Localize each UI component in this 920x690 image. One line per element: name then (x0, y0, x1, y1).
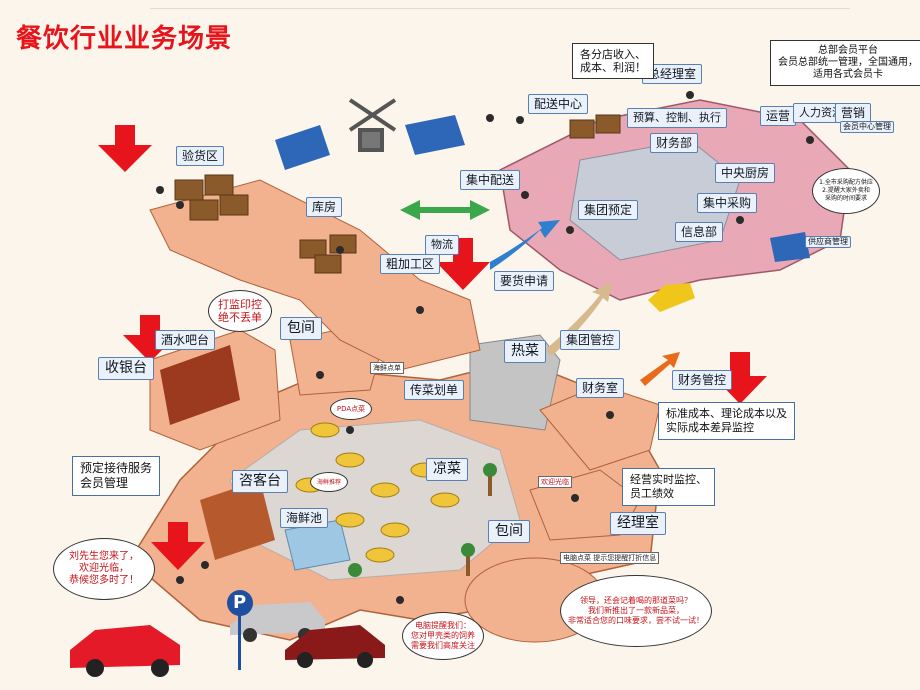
label-processing: 粗加工区 (380, 254, 441, 274)
label-private-room-2: 包间 (488, 520, 530, 543)
label-central-purchase: 集中采购 (697, 193, 758, 213)
warehouse-floor (149, 179, 481, 371)
label-reception: 咨客台 (232, 470, 288, 493)
parking-sign (227, 590, 253, 670)
bubble-kitchen: 1.全市采购配方供应 2.提醒大家外卖和 采购的时间要求 (812, 168, 880, 214)
note-reservation: 预定接待服务 会员管理 (72, 456, 161, 496)
label-bar: 酒水吧台 (155, 330, 216, 350)
label-info-dept: 信息部 (675, 222, 724, 242)
label-truck: 供应商管理 (805, 236, 851, 248)
note-hq-member: 总部会员平台 会员总部统一管理，全国通用， 适用各式会员卡 (770, 40, 920, 86)
label-budget-control: 预算、控制、执行 (627, 108, 727, 128)
page-title: 餐饮行业业务场景 (16, 24, 233, 54)
request-arrow (490, 220, 560, 270)
reception-counter (200, 480, 275, 560)
label-finance-dept: 财务部 (650, 133, 699, 153)
label-cold-dishes: 凉菜 (426, 458, 468, 481)
people-figures (156, 91, 814, 604)
label-marketing: 营销 (835, 103, 872, 123)
parking-icon: P (233, 592, 247, 613)
label-central-kitchen: 中央厨房 (715, 163, 776, 183)
label-seafood-pool: 海鲜池 (280, 508, 329, 528)
tag-welcome: 欢迎光临 (538, 476, 572, 488)
cars (70, 283, 695, 677)
bubble-reminder: 电脑提醒我们： 您对甲壳类的饲养 需要我们高度关注 (402, 612, 484, 660)
label-finance-room: 财务室 (576, 378, 625, 398)
label-member-center: 会员中心管理 (840, 121, 894, 133)
plants (348, 463, 497, 577)
red-pointer-arrows (98, 125, 767, 570)
label-distribution: 配送中心 (528, 94, 589, 114)
label-manager-room: 经理室 (610, 512, 666, 535)
finance-control-arrow (640, 352, 680, 386)
label-operations: 运营 (760, 106, 797, 126)
label-order-request: 要货申请 (494, 271, 555, 291)
label-dish-passing: 传菜划单 (404, 380, 465, 400)
label-group-control: 集团管控 (560, 330, 621, 350)
note-realtime: 经营实时监控、 员工绩效 (622, 468, 715, 506)
label-finance-control: 财务管控 (672, 370, 733, 390)
bubble-print-control: 打监印控 绝不丢单 (208, 290, 272, 332)
logistics-arrow (400, 200, 490, 220)
label-central-delivery: 集中配送 (460, 170, 521, 190)
header-line (150, 8, 850, 9)
tag-recipe-tip: 电脑点菜 提示您提醒打折信息 (560, 552, 660, 564)
bubble-seafood-recommend: 海鲜推荐 (310, 472, 348, 492)
note-cost-diff: 标准成本、理论成本以及 实际成本差异监控 (658, 402, 795, 440)
label-cashier: 收银台 (98, 357, 154, 380)
bubble-greeting: 刘先生您来了， 欢迎光临， 恭候您多时了！ (53, 538, 155, 600)
bubble-pda-order: PDA点菜 (330, 398, 372, 420)
label-warehouse: 库房 (306, 197, 343, 217)
tag-seafood-order: 海鲜点单 (370, 362, 404, 374)
label-group-booking: 集团预定 (578, 200, 639, 220)
note-branch-report: 各分店收入、 成本、利润！ (572, 43, 654, 79)
label-logistics: 物流 (425, 235, 459, 255)
bar-counter (160, 345, 240, 425)
delivery-trucks (275, 115, 810, 262)
cargo-boxes (174, 114, 621, 274)
label-inspection: 验货区 (176, 146, 225, 166)
label-private-room-1: 包间 (280, 317, 322, 340)
label-hot-dishes: 热菜 (504, 340, 546, 363)
bubble-recommend: 领导，还会记着喝的那道菜吗？ 我们新推出了一款新品菜， 非常适合您的口味要求，尝… (560, 575, 712, 647)
direction-sign (348, 98, 397, 152)
